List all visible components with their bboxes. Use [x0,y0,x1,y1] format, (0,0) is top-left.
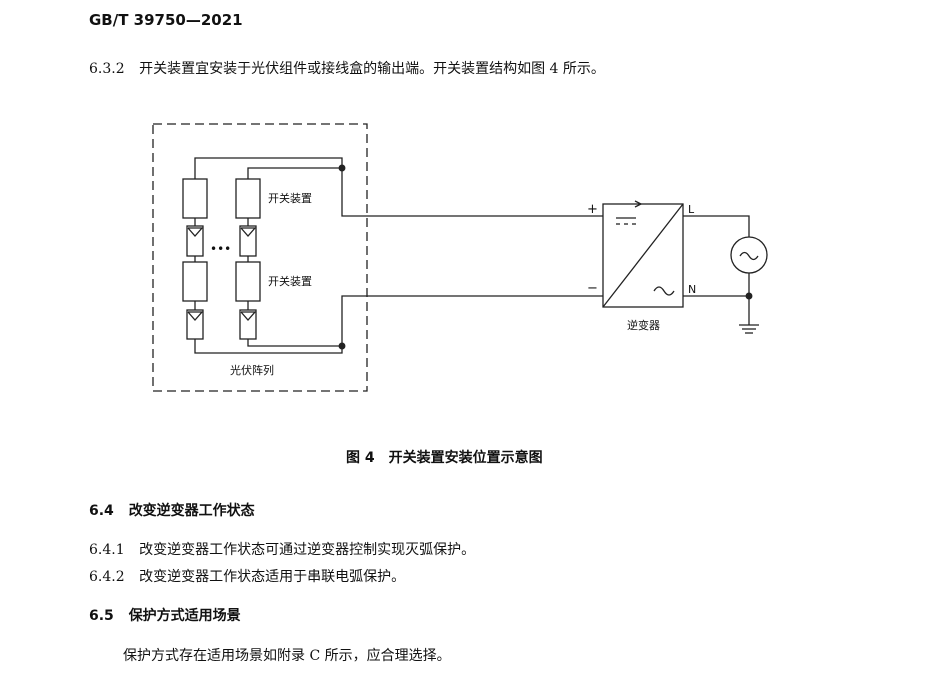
l-label: L [688,203,695,216]
pv-module [186,309,204,340]
switch-device [235,178,261,219]
l-wire [683,215,750,237]
inner-bottom-wire [247,339,342,347]
pv-array-label: 光伏阵列 [230,363,274,377]
positive-wire [194,157,603,217]
clause-text: 改变逆变器工作状态适用于串联电弧保护。 [139,569,406,585]
junction-dot [745,292,753,300]
negative-wire [194,295,603,354]
clause-text: 改变逆变器工作状态可通过逆变器控制实现灭弧保护。 [139,542,476,558]
arrow-icon [634,200,643,208]
clause-text: 开关装置宜安装于光伏组件或接线盒的输出端。开关装置结构如图 4 所示。 [139,61,605,77]
switch-label: 开关装置 [268,274,312,288]
clause-number: 6.4.1 [89,542,125,558]
pv-module [239,309,257,340]
paragraph-6-5: 保护方式存在适用场景如附录 C 所示，应合理选择。 [123,648,451,664]
ac-symbol-icon [653,286,675,296]
switch-device [182,261,208,302]
section-title: 改变逆变器工作状态 [128,503,255,519]
minus-label: − [587,281,598,296]
inverter-box [602,203,684,308]
figure-caption: 图 4 开关装置安装位置示意图 [346,450,543,466]
inverter-label: 逆变器 [627,318,660,332]
section-number: 6.4 [89,503,114,519]
section-6-5-heading: 6.5 保护方式适用场景 [89,605,241,625]
clause-number: 6.4.2 [89,569,125,585]
string-left [182,178,208,340]
section-6-4-heading: 6.4 改变逆变器工作状态 [89,500,255,520]
section-number: 6.5 [89,608,114,624]
switch-device [235,261,261,302]
clause-6-3-2: 6.3.2 开关装置宜安装于光伏组件或接线盒的输出端。开关装置结构如图 4 所示… [89,58,605,78]
inner-top-wire [247,167,342,179]
junction-dot [338,342,346,350]
inverter-diagonal [602,203,684,308]
switch-label: 开关装置 [268,191,312,205]
junction-dot [338,164,346,172]
clause-number: 6.3.2 [89,61,125,77]
standard-header: GB/T 39750—2021 [89,11,243,29]
pv-array-boundary [152,123,368,392]
ellipsis: ••• [210,242,231,256]
clause-6-4-2: 6.4.2 改变逆变器工作状态适用于串联电弧保护。 [89,566,405,586]
plus-label: + [587,202,598,217]
n-label: N [688,283,696,296]
clause-6-4-1: 6.4.1 改变逆变器工作状态可通过逆变器控制实现灭弧保护。 [89,539,475,559]
string-right [235,178,261,340]
section-title: 保护方式适用场景 [128,608,241,624]
switch-device [182,178,208,219]
